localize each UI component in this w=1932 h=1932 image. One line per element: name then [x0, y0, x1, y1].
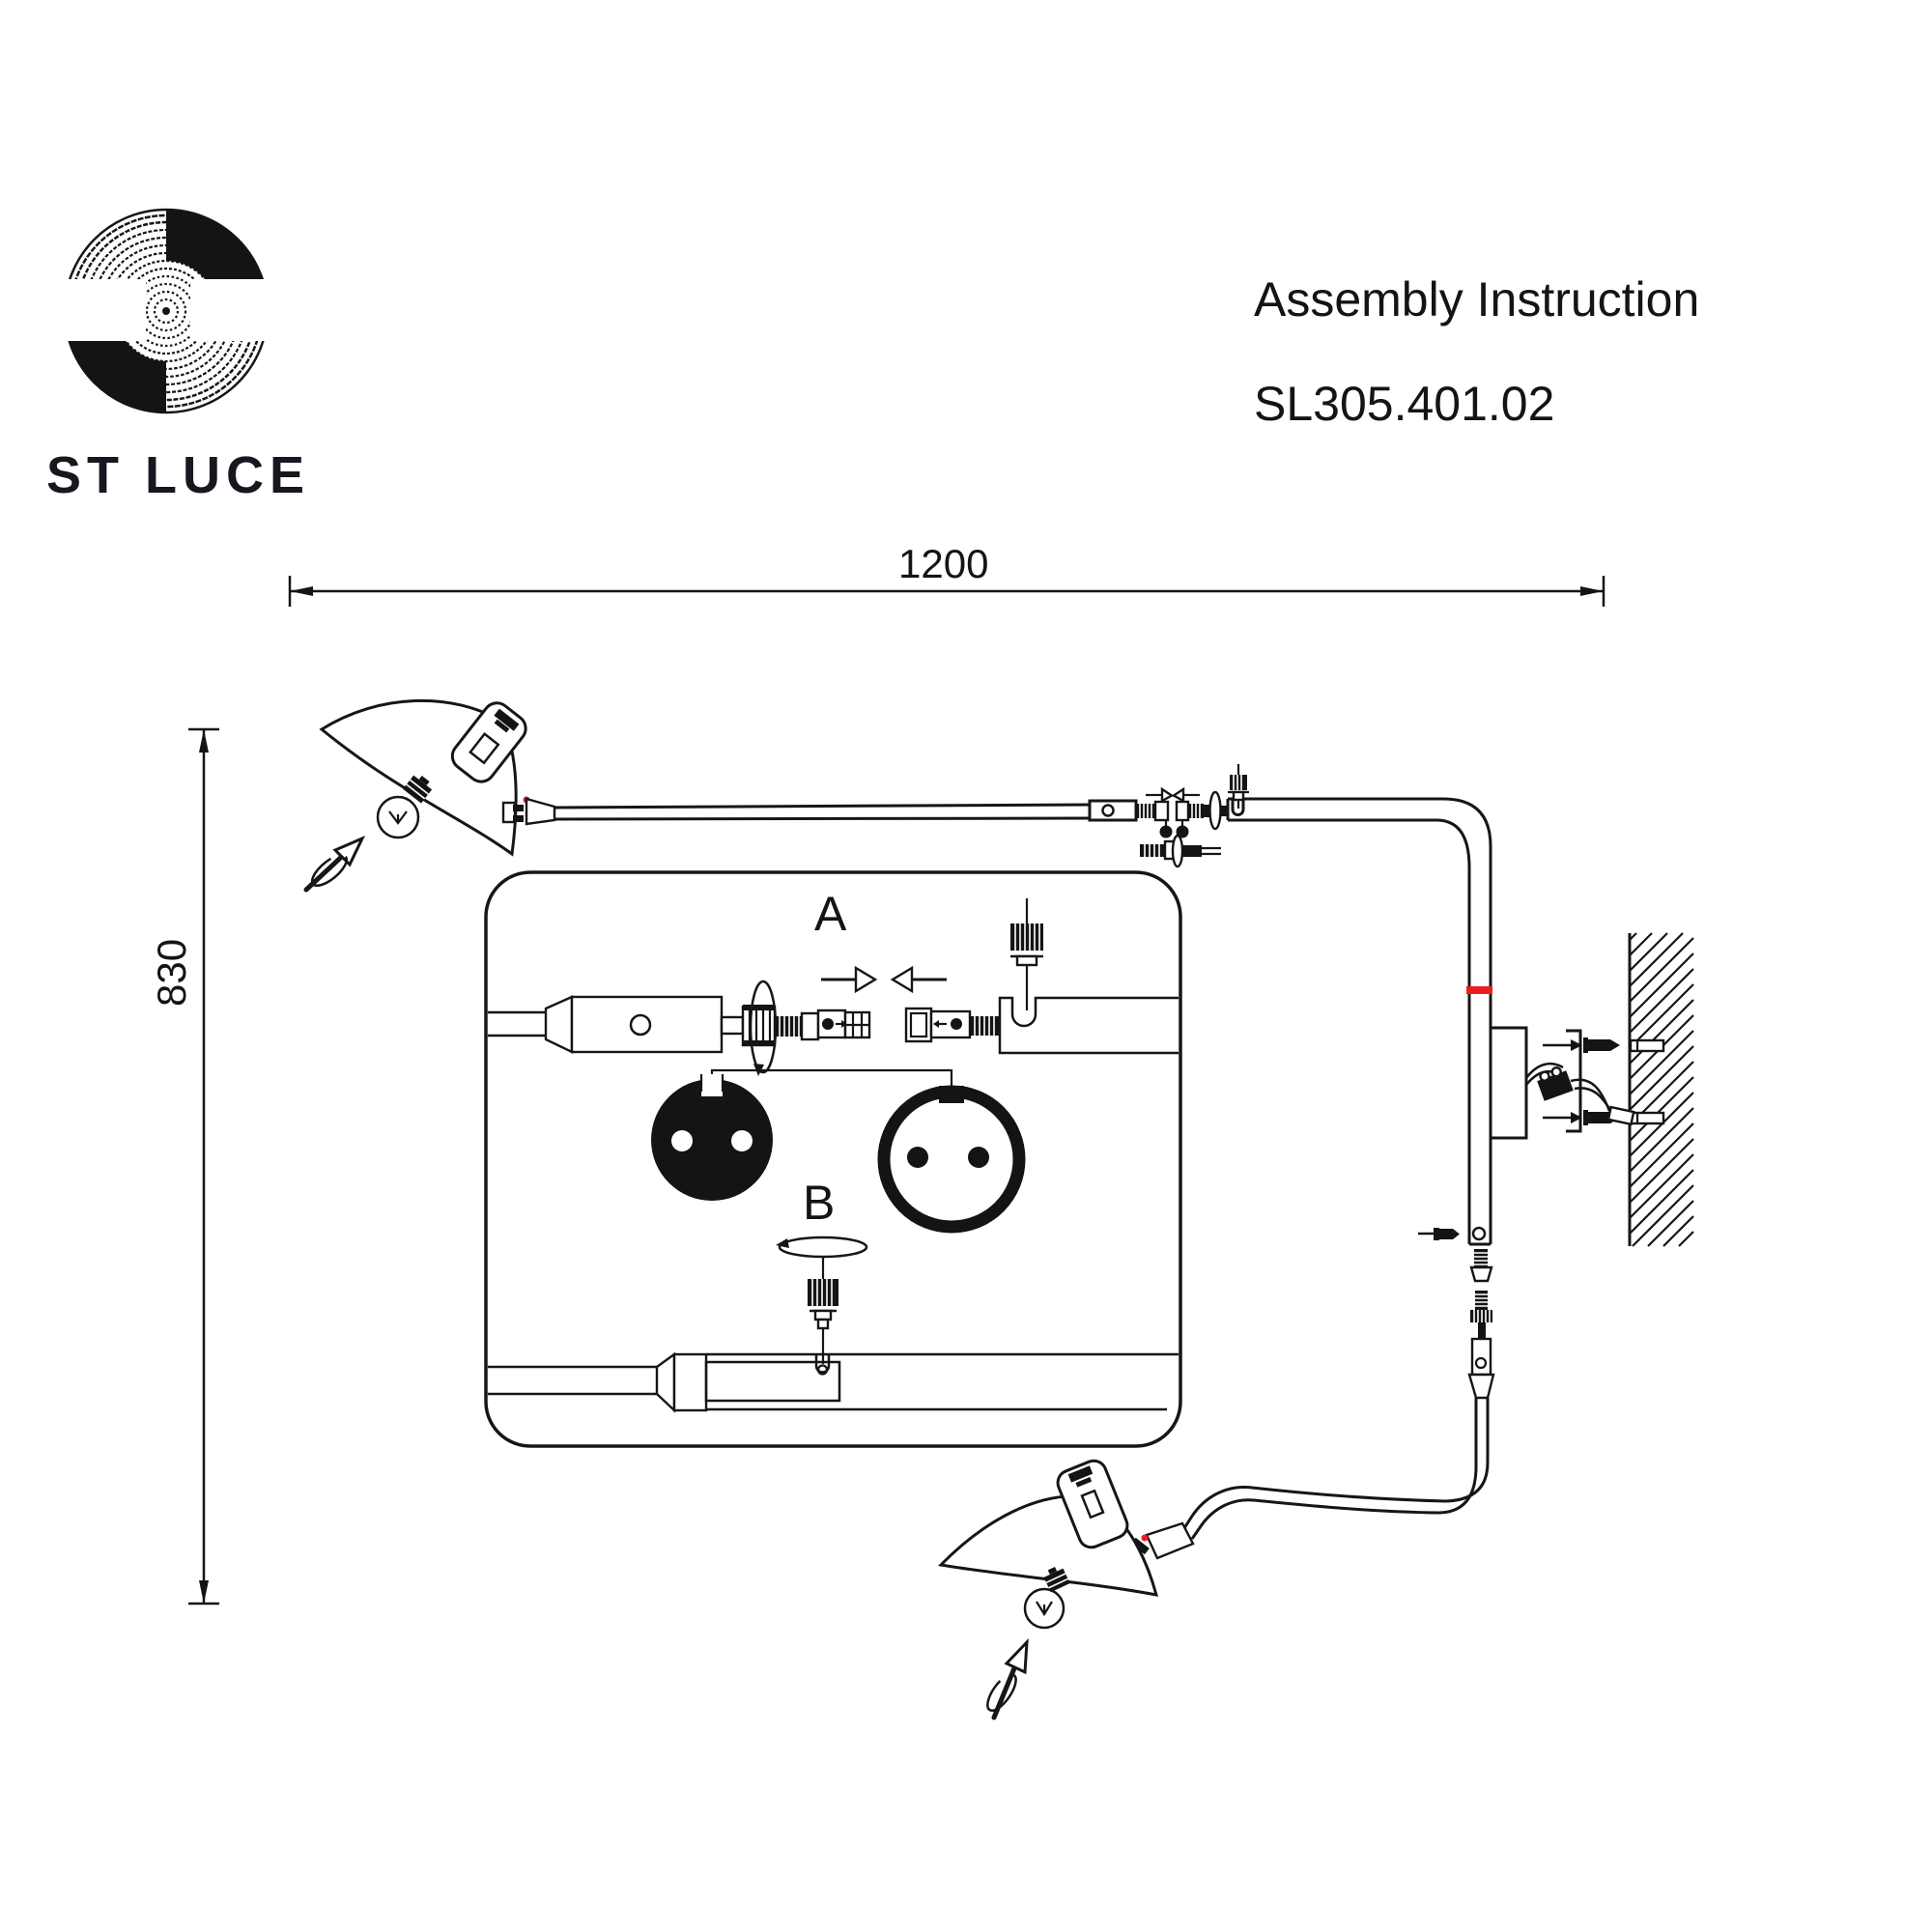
detail-b-thumb-screw — [808, 1279, 838, 1364]
upper-lamp — [303, 698, 556, 893]
plug-face-outline — [877, 1085, 1026, 1234]
lower-lamp — [937, 1459, 1195, 1720]
lower-connector-chain — [1418, 1228, 1495, 1400]
document-title: Assembly Instruction — [1254, 272, 1699, 327]
coupler-sleeve — [1467, 1337, 1495, 1400]
detail-a-ribbed-nut — [741, 1005, 777, 1047]
mounting-plate — [1489, 1026, 1528, 1140]
red-level-mark — [1466, 986, 1492, 994]
arm-set-screw — [1228, 764, 1249, 809]
detail-a-taper — [544, 995, 574, 1054]
upper-arm — [554, 786, 1228, 868]
detail-b-screw-hole — [814, 1354, 831, 1374]
upper-screw-arrow — [303, 836, 366, 893]
width-dimension: 1200 — [288, 541, 1605, 607]
threaded-stud-lower — [1470, 1291, 1492, 1339]
height-value: 830 — [149, 939, 194, 1007]
upper-arm-coupler — [525, 797, 556, 826]
step-b-label: B — [803, 1176, 835, 1230]
wall-mount — [1489, 932, 1694, 1247]
tube-taper — [655, 1351, 676, 1413]
logo-band-right — [190, 279, 288, 341]
wall-dowel-bottom — [1629, 1111, 1665, 1125]
lower-screw-arrow — [986, 1637, 1029, 1720]
wall-hatching — [1629, 932, 1694, 1247]
side-screw — [1418, 1228, 1460, 1240]
detail-a-female-plug — [904, 1007, 999, 1043]
washer-connector — [1204, 790, 1228, 831]
detail-a-slot-block — [998, 996, 1179, 1055]
upper-swivel-joint — [501, 796, 556, 826]
lower-arm-coupler — [1145, 1521, 1195, 1560]
logo-band-left — [53, 279, 146, 341]
step-a-label: A — [814, 887, 847, 941]
height-dimension: 830 — [149, 727, 219, 1605]
arm-bottom-end — [1469, 1226, 1491, 1246]
pin-balls — [1159, 820, 1189, 838]
width-value: 1200 — [898, 541, 988, 586]
mounting-screw-bottom — [1543, 1110, 1665, 1125]
detail-b-tube — [488, 1351, 1179, 1413]
product-code: SL305.401.02 — [1254, 377, 1554, 431]
detail-a-sleeve — [570, 995, 724, 1054]
detail-a-thumb-screw — [1010, 898, 1043, 1010]
mounting-screw-top — [1543, 1037, 1665, 1053]
lower-arm — [1180, 1398, 1490, 1540]
threaded-stud-upper — [1469, 1249, 1493, 1283]
red-marker-dot-lower — [1141, 1534, 1149, 1542]
upper-lamp-socket — [450, 701, 527, 783]
connector-male — [1136, 800, 1170, 822]
connector-arrows — [1146, 786, 1200, 804]
inset-box-frame — [484, 870, 1182, 1448]
wall-dowel-top — [1629, 1038, 1665, 1053]
detail-a-shaft — [720, 1015, 745, 1036]
connector-female — [1175, 800, 1204, 822]
tube-collar — [672, 1352, 708, 1412]
plug-face-filled — [651, 1074, 773, 1201]
lower-bulb-icon — [1023, 1566, 1070, 1630]
main-arm — [1226, 764, 1492, 1246]
spare-connector — [1140, 834, 1221, 868]
detail-a-male-plug — [775, 1009, 871, 1041]
detail-a-direction-arrows — [821, 965, 947, 994]
detail-a — [488, 898, 1179, 1076]
tube-slot — [704, 1360, 841, 1403]
st-luce-logo — [53, 208, 288, 414]
brand-wordmark: ST LUCE — [46, 446, 310, 504]
lower-lamp-socket — [1056, 1459, 1129, 1549]
detail-b-rotate-arrow — [776, 1236, 868, 1259]
plug-bracket-line — [710, 1068, 953, 1092]
upper-bulb-icon — [376, 775, 433, 839]
detail-b — [776, 1236, 868, 1376]
detail-inset-box: A B — [484, 870, 1182, 1448]
terminal-block-wires — [1525, 1062, 1635, 1126]
